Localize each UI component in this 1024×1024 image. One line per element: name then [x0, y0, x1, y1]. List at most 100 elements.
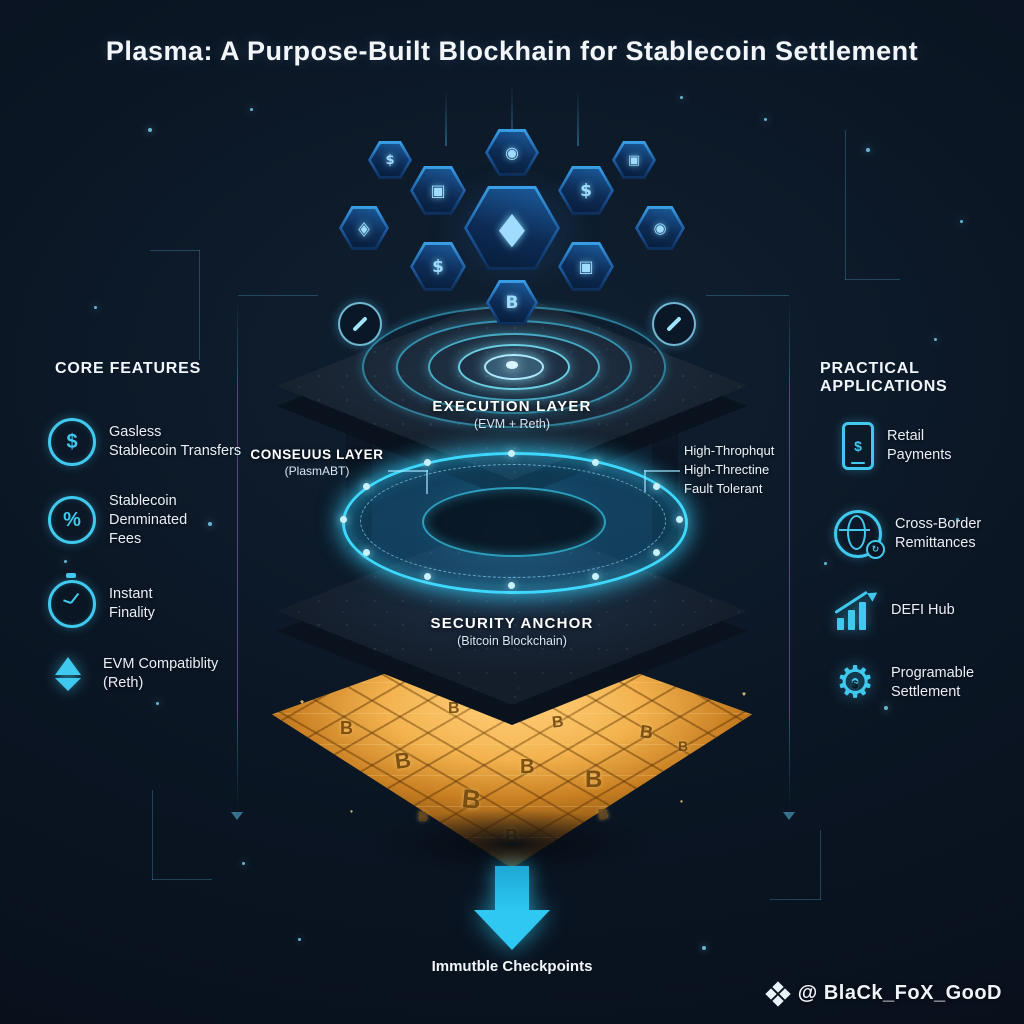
application-item: ⚙ $ Programable Settlement [832, 660, 1024, 706]
consensus-properties: High-Throphqut High-Threctine Fault Tole… [684, 443, 775, 496]
light-beam [445, 90, 447, 146]
checkpoint-label: Immutble Checkpoints [431, 958, 593, 975]
hexagon-shield: ▣ [612, 141, 656, 179]
decor-dot [298, 938, 301, 941]
hexagon-eth-small: ◈ [339, 206, 389, 250]
frame-line [789, 295, 790, 810]
validator-node [653, 483, 660, 490]
globe-icon: ↻ [834, 510, 885, 559]
mobile-payment-icon: $ [842, 422, 874, 470]
leader-line [388, 470, 428, 472]
stopwatch-hand [70, 592, 80, 604]
consensus-layer-subtitle: (PlasmABT) [284, 464, 350, 478]
decor-dot [742, 692, 746, 696]
consensus-callout-right: High-Throphqut High-Threctine Fault Tole… [684, 442, 834, 499]
globe-meridian [847, 515, 866, 550]
hexagon-eth-center: ◆ [464, 186, 560, 270]
pen-icon [352, 316, 368, 332]
decor-dot [884, 706, 888, 710]
decor-dot [956, 518, 959, 521]
percent-coin-icon: % [48, 496, 96, 545]
execution-layer-subtitle: (EVM + Reth) [473, 417, 551, 431]
application-label: Programable Settlement [891, 665, 975, 700]
hexagon-coin: $ [368, 141, 412, 179]
circuit-line [152, 790, 153, 880]
validator-node [508, 582, 515, 589]
applications-heading: PRACTICAL APPLICATIONS [820, 360, 948, 395]
stopwatch-button [66, 573, 76, 578]
validator-node [363, 549, 370, 556]
feature-label: EVM Compatiblity (Reth) [103, 656, 219, 691]
consensus-inner-ring [422, 487, 606, 557]
validator-node [653, 549, 660, 556]
ethereum-icon [46, 652, 90, 696]
decor-dot [680, 800, 683, 803]
feature-label: Gasless Stablecoin Transfers [109, 424, 242, 459]
phone-home-bar [851, 462, 865, 464]
stopwatch-icon [48, 573, 96, 628]
watermark-text: @ BlaCk_FoX_GooD [797, 982, 1002, 1004]
execution-ring [458, 344, 570, 390]
eth-icon: ◆ [498, 202, 526, 254]
decor-dot [208, 522, 212, 526]
decor-dot [824, 562, 827, 565]
security-layer-subtitle: (Bitcoin Blockchain) [457, 634, 567, 648]
circuit-line [150, 250, 200, 251]
page-title: Plasma: A Purpose-Built Blockhain for St… [105, 36, 919, 66]
eth-bottom-facet [55, 678, 81, 691]
gear-glyph: ⚙ [835, 657, 875, 708]
feature-item: $ Gasless Stablecoin Transfers [48, 418, 268, 466]
chart-arrow-tip [867, 588, 880, 602]
application-label: Cross-Border Remittances [895, 516, 982, 551]
validator-node [340, 516, 347, 523]
leader-line [644, 470, 646, 492]
circuit-line [845, 279, 900, 280]
bitcoin-letter: B [393, 747, 413, 774]
checkpoint-arrow-shaft [495, 866, 529, 912]
chevron-down-icon [231, 812, 243, 820]
dollar-glyph: $ [66, 430, 78, 453]
application-item: ↻ Cross-Border Remittances [834, 510, 1024, 559]
stopwatch-hand [63, 599, 72, 604]
chart-growth-icon [834, 588, 880, 630]
bitcoin-letter: B [448, 700, 460, 717]
circuit-line [199, 250, 200, 360]
consensus-layer-title: CONSEUUS LAYER [250, 447, 384, 462]
validator-node [676, 516, 683, 523]
bitcoin-letter: B [520, 756, 535, 778]
decor-dot [242, 862, 245, 865]
validator-node [424, 573, 431, 580]
checkpoint-arrow-head [474, 910, 550, 950]
application-label: Retail Payments [887, 428, 952, 463]
decor-dot [300, 700, 304, 704]
eth-icon: ◈ [358, 216, 370, 240]
percent-glyph: % [63, 508, 81, 531]
circuit-line [238, 295, 318, 296]
execution-core-dot [506, 361, 518, 369]
circuit-line [152, 879, 212, 880]
pen-icon [666, 316, 682, 332]
coin-icon: $ [580, 180, 592, 201]
feature-label: Instant Finality [109, 586, 155, 621]
decor-dot [866, 148, 870, 152]
hexagon-coin: $ [410, 242, 466, 291]
feature-item: Instant Finality [48, 573, 268, 628]
eth-top-facet [55, 657, 81, 675]
light-beam [577, 90, 579, 146]
core-features-heading: CORE FEATURES [55, 360, 202, 377]
watermark: @ BlaCk_FoX_GooD [765, 980, 1002, 1007]
execution-layer-title: EXECUTION LAYER [432, 398, 592, 415]
validator-node [363, 483, 370, 490]
execution-ring [428, 333, 600, 401]
coin-icon: $ [385, 152, 395, 168]
validator-node [424, 459, 431, 466]
decor-dot [764, 118, 767, 121]
globe-equator [839, 529, 870, 531]
chart-bar [848, 610, 855, 630]
decor-dot [350, 810, 353, 813]
validator-node [508, 450, 515, 457]
frame-line [237, 295, 238, 810]
decor-dot [702, 946, 706, 950]
gear-dollar-glyph: $ [851, 678, 859, 691]
chevron-down-icon [783, 812, 795, 820]
